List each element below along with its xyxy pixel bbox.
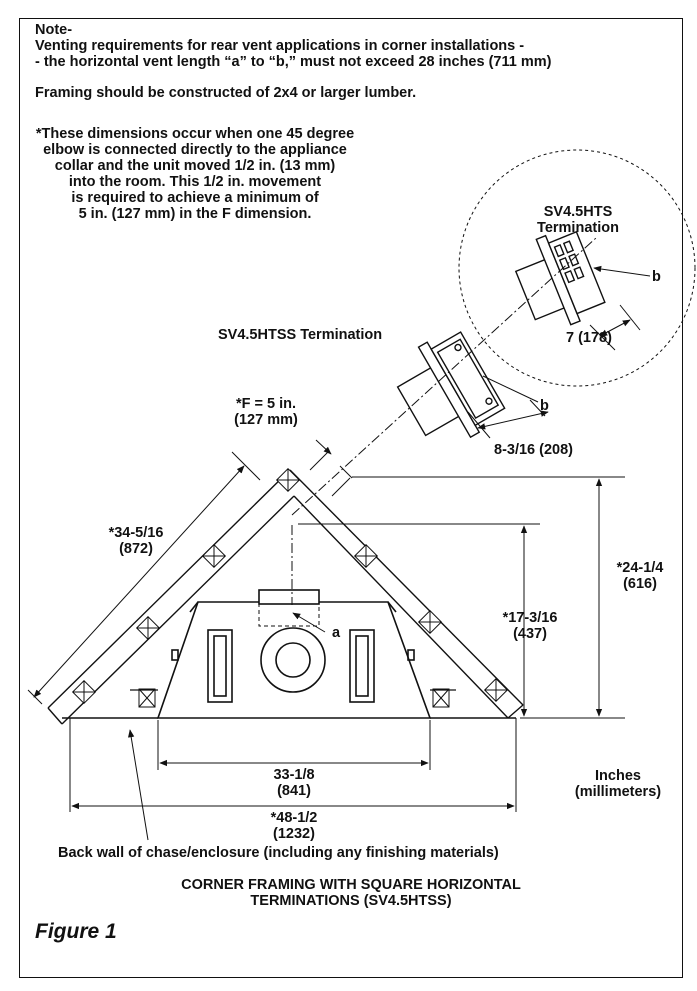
- caption-line-2: TERMINATIONS (SV4.5HTSS): [250, 893, 452, 909]
- htss-title: SV4.5HTSS Termination: [218, 327, 383, 343]
- units-label-2: (millimeters): [574, 784, 662, 800]
- hts-title-1: SV4.5HTS: [543, 204, 613, 220]
- back-wall-leader: [128, 729, 149, 841]
- framing-note: Framing should be constructed of 2x4 or …: [35, 85, 417, 101]
- dim-24-label-2: (616): [623, 576, 657, 592]
- dim-24-label-1: *24-1/4: [616, 560, 664, 576]
- dim-34-label-1: *34-5/16: [108, 525, 164, 541]
- caption-line-1: CORNER FRAMING WITH SQUARE HORIZONTAL: [181, 877, 521, 893]
- hts-title-2: Termination: [537, 220, 619, 236]
- units-label-1: Inches: [595, 768, 641, 784]
- a-leader: [292, 612, 326, 633]
- a-label: a: [332, 625, 341, 641]
- dim-17-label-2: (437): [513, 626, 547, 642]
- dim-17-label-1: *17-3/16: [502, 610, 558, 626]
- star-note-line-2: elbow is connected directly to the appli…: [43, 142, 347, 158]
- figure-label: Figure 1: [35, 920, 117, 943]
- hts-termination: [514, 230, 606, 326]
- collar-dashed-box: [258, 603, 320, 627]
- dim-7-label: 7 (178): [566, 330, 612, 346]
- b-upper-leader: [593, 265, 651, 277]
- figure-frame: [19, 18, 683, 978]
- note-line-2: - the horizontal vent length “a” to “b,”…: [35, 54, 552, 70]
- dim-34-lines: [27, 451, 261, 705]
- right-chase-wall: [289, 469, 524, 719]
- b-lower-label: b: [540, 398, 549, 414]
- dim-7-lines: [589, 304, 641, 351]
- b-upper-label: b: [652, 269, 661, 285]
- detail-circle: [458, 149, 696, 387]
- dim-f-label-1: *F = 5 in.: [235, 396, 297, 412]
- appliance-body: [156, 589, 432, 719]
- star-note-line-3: collar and the unit moved 1/2 in. (13 mm…: [54, 158, 336, 174]
- dim-f-label-2: (127 mm): [234, 412, 298, 428]
- dim-48-label-2: (1232): [273, 826, 315, 842]
- note-heading: Note-: [35, 22, 73, 38]
- dim-48-label-1: *48-1/2: [270, 810, 318, 826]
- note-line-1: Venting requirements for rear vent appli…: [35, 38, 525, 54]
- htss-termination: [396, 331, 506, 439]
- star-note-line-5: is required to achieve a minimum of: [71, 190, 319, 206]
- dim-8-lines: [467, 399, 549, 439]
- dim-33-label-1: 33-1/8: [273, 767, 315, 783]
- dim-8-label: 8-3/16 (208): [494, 442, 573, 458]
- dim-33-label-2: (841): [277, 783, 311, 799]
- dim-f-lines: [309, 439, 353, 497]
- star-note-line-6: 5 in. (127 mm) in the F dimension.: [78, 206, 312, 222]
- dim-34-label-2: (872): [119, 541, 153, 557]
- star-note-line-1: *These dimensions occur when one 45 degr…: [35, 126, 355, 142]
- vent-centerline: [291, 237, 597, 516]
- star-note-line-4: into the room. This 1/2 in. movement: [68, 174, 322, 190]
- b-lower-leader: [482, 375, 539, 403]
- back-wall-label: Back wall of chase/enclosure (including …: [58, 845, 499, 861]
